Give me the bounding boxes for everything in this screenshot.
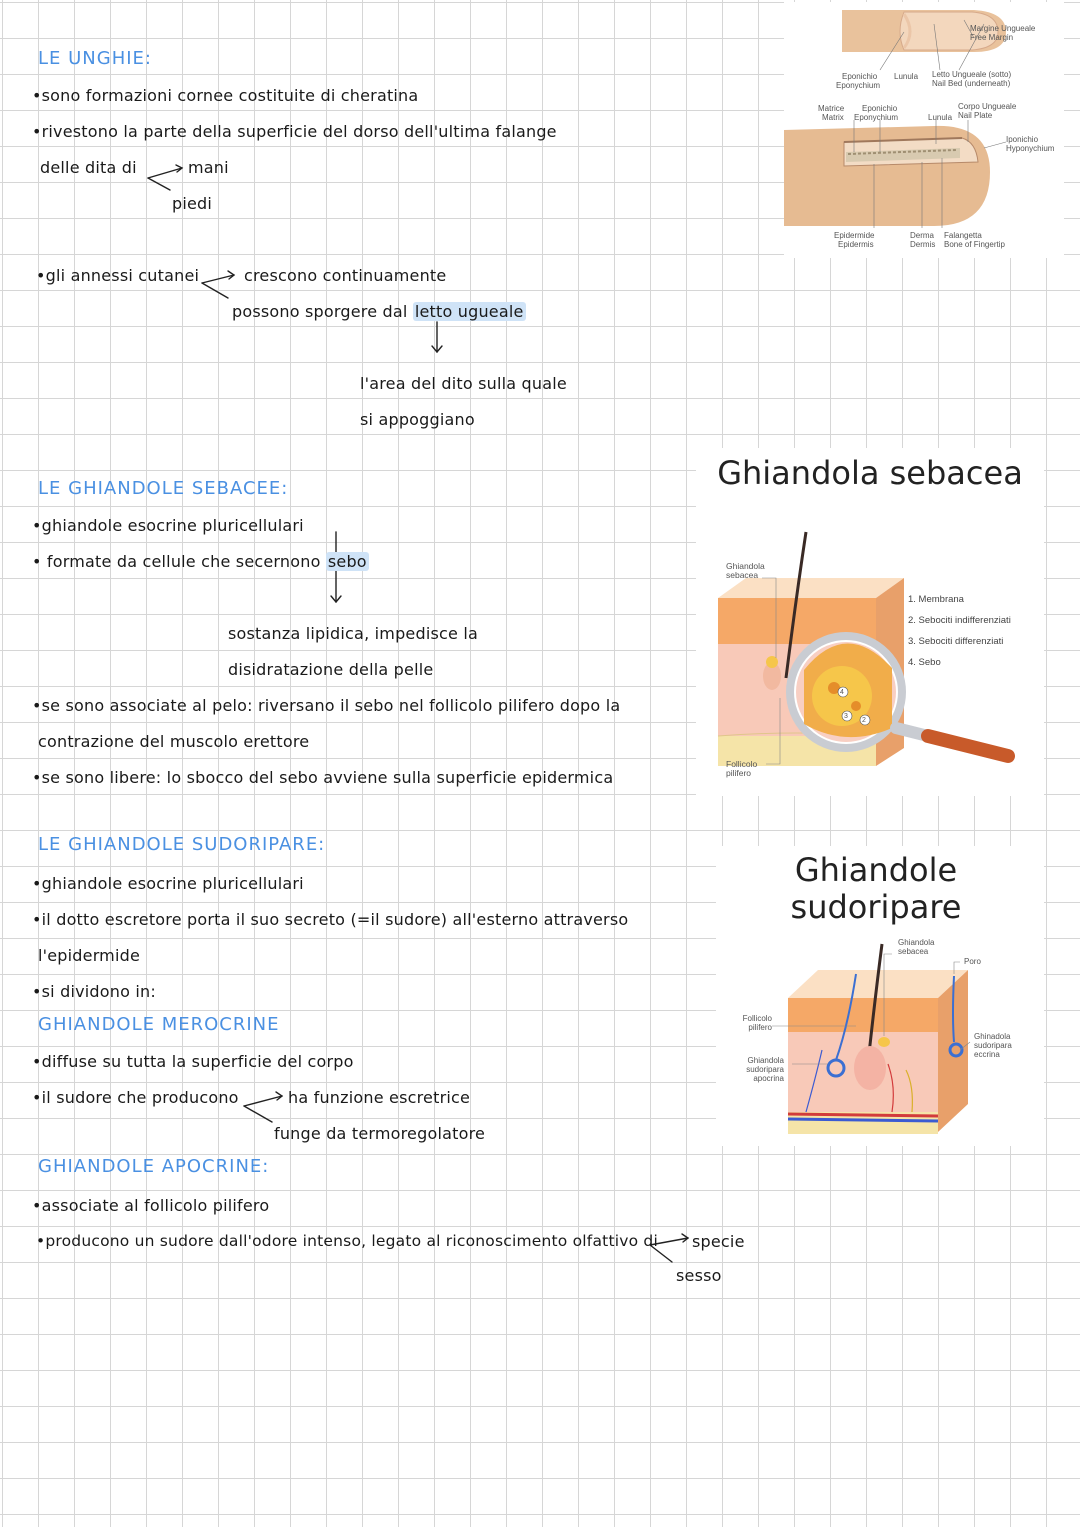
apocrine-line-2: •producono un sudore dall'odore intenso,…: [36, 1232, 658, 1250]
nail-illustration: [784, 10, 1007, 228]
sebacee-line-4: contrazione del muscolo erettore: [38, 732, 310, 751]
sudoripare-figure: Ghiandole sudoripare Ghiandola: [716, 846, 1044, 1146]
unghie-possono-text: possono sporgere dal: [232, 302, 408, 321]
nail-label-hyponychium: Hyponychium: [1006, 144, 1055, 153]
nail-anatomy-figure: Margine Ungueale Free Margin Eponichio E…: [784, 2, 1064, 258]
sebacee-line-1: •ghiandole esocrine pluricellulari: [32, 516, 304, 535]
unghie-def-2: si appoggiano: [360, 410, 475, 429]
heading-sebacee: LE GHIANDOLE SEBACEE:: [38, 478, 289, 499]
sudoripare-label-eccrina: Ghinadola sudoripara eccrina: [974, 1032, 1012, 1059]
sudoripare-line-3: l'epidermide: [38, 946, 141, 965]
unghie-line-2: •rivestono la parte della superficie del…: [32, 122, 557, 141]
sebacea-label-gland: Ghiandola sebacea: [726, 561, 765, 580]
heading-sudoripare: LE GHIANDOLE SUDORIPARE:: [38, 834, 326, 855]
nail-label-corpo: Corpo Ungueale: [958, 102, 1017, 111]
heading-apocrine: GHIANDOLE APOCRINE:: [38, 1156, 270, 1177]
unghie-def-1: l'area del dito sulla quale: [360, 374, 567, 393]
nail-label-derma: Derma: [910, 231, 935, 240]
nail-label-eponichio-2: Eponichio: [862, 104, 898, 113]
sebacea-legend-1: 1. Membrana: [908, 594, 964, 605]
nail-label-bone: Bone of Fingertip: [944, 240, 1005, 249]
merocrine-line-2: •il sudore che producono: [32, 1088, 239, 1107]
sudoripare-illustration: [772, 943, 971, 1134]
nail-label-lunula: Lunula: [894, 72, 919, 81]
nail-label-eponichio: Eponichio: [842, 72, 878, 81]
unghie-branch-possono: possono sporgere dal letto ugueale: [232, 302, 526, 321]
nail-label-eponychium-2: Eponychium: [854, 113, 899, 122]
nail-label-nail-plate: Nail Plate: [958, 111, 993, 120]
sebacea-legend-2: 2. Sebociti indifferenziati: [908, 615, 1011, 626]
nail-label-iponichio: Iponichio: [1006, 135, 1039, 144]
unghie-branch-mani: mani: [188, 158, 229, 177]
sebacee-line-3: •se sono associate al pelo: riversano il…: [32, 696, 621, 715]
nail-label-eponychium: Eponychium: [836, 81, 881, 90]
branch-arrow-piedi: [147, 177, 171, 191]
branch-arrow-funge: [243, 1105, 273, 1123]
nail-label-epidermis: Epidermis: [838, 240, 874, 249]
sudoripare-label-follicolo: Follicolo pilifero: [742, 1014, 772, 1032]
sebacea-marker-3: 3: [844, 713, 848, 720]
sudoripare-line-2: •il dotto escretore porta il suo secreto…: [32, 910, 629, 929]
sudoripare-figure-title-1: Ghiandole: [794, 851, 958, 889]
branch-arrow-mani: [147, 167, 183, 179]
merocrine-line-1: •diffuse su tutta la superficie del corp…: [32, 1052, 354, 1071]
sudoripare-figure-title-2: sudoripare: [790, 888, 962, 926]
sudoripare-label-poro: Poro: [964, 957, 981, 966]
nail-label-nail-bed: Nail Bed (underneath): [932, 79, 1011, 88]
branch-arrow-funzione: [243, 1095, 283, 1107]
highlight-letto-ugueale: letto ugueale: [412, 302, 526, 321]
unghie-branch-piedi: piedi: [172, 194, 213, 213]
merocrine-branch-2: funge da termoregolatore: [274, 1124, 486, 1143]
sebacea-figure: Ghiandola sebacea 4 3 2 Ghiandola seb: [696, 448, 1044, 796]
nail-label-dermis: Dermis: [910, 240, 936, 249]
sudoripare-label-apocrina: Ghiandola sudoripara apocrina: [746, 1056, 784, 1083]
sebacee-line-2: • formate da cellule che secernono sebo: [32, 552, 369, 571]
heading-unghie: LE UNGHIE:: [38, 48, 152, 69]
nail-label-matrice: Matrice: [818, 104, 845, 113]
sebacea-marker-4: 4: [840, 689, 844, 696]
branch-arrow-crescono: [201, 274, 235, 284]
merocrine-branch-1: ha funzione escretrice: [288, 1088, 471, 1107]
sudoripare-line-4: •si dividono in:: [32, 982, 156, 1001]
sebacee-line-2-text: • formate da cellule che secernono: [32, 552, 321, 571]
apocrine-branch-specie: specie: [692, 1232, 745, 1251]
sebacea-label-follicle: Follicolo pilifero: [726, 759, 758, 778]
sebacee-def-2: disidratazione della pelle: [228, 660, 434, 679]
sebacea-marker-2: 2: [862, 717, 866, 724]
heading-merocrine: GHIANDOLE MEROCRINE: [38, 1014, 280, 1035]
unghie-line-3: delle dita di: [40, 158, 137, 177]
sudoripare-label-sebacea: Ghiandola sebacea: [898, 938, 935, 956]
sebacea-figure-title: Ghiandola sebacea: [717, 454, 1023, 492]
nail-label-margine: Margine Ungueale: [970, 24, 1036, 33]
nail-label-falangetta: Falangetta: [944, 231, 982, 240]
sebacea-legend-4: 4. Sebo: [908, 657, 941, 668]
nail-label-matrix: Matrix: [822, 113, 844, 122]
apocrine-line-1: •associate al follicolo pilifero: [32, 1196, 270, 1215]
highlight-sebo: sebo: [325, 552, 369, 571]
unghie-line-1: •sono formazioni cornee costituite di ch…: [32, 86, 419, 105]
sebacea-legend-3: 3. Sebociti differenziati: [908, 636, 1004, 647]
sudoripare-line-1: •ghiandole esocrine pluricellulari: [32, 874, 304, 893]
sebacea-illustration: [717, 531, 1015, 766]
nail-label-epidermide: Epidermide: [834, 231, 875, 240]
branch-arrow-possono: [201, 282, 229, 299]
unghie-branch-crescono: crescono continuamente: [244, 266, 447, 285]
sebacee-line-5: •se sono libere: lo sbocco del sebo avvi…: [32, 768, 614, 787]
unghie-line-4: •gli annessi cutanei: [36, 266, 200, 285]
nail-label-letto: Letto Ungueale (sotto): [932, 70, 1012, 79]
nail-label-lunula-2: Lunula: [928, 113, 953, 122]
sebacee-def-1: sostanza lipidica, impedisce la: [228, 624, 478, 643]
apocrine-branch-sesso: sesso: [676, 1266, 722, 1285]
nail-label-free-margin: Free Margin: [970, 33, 1014, 42]
